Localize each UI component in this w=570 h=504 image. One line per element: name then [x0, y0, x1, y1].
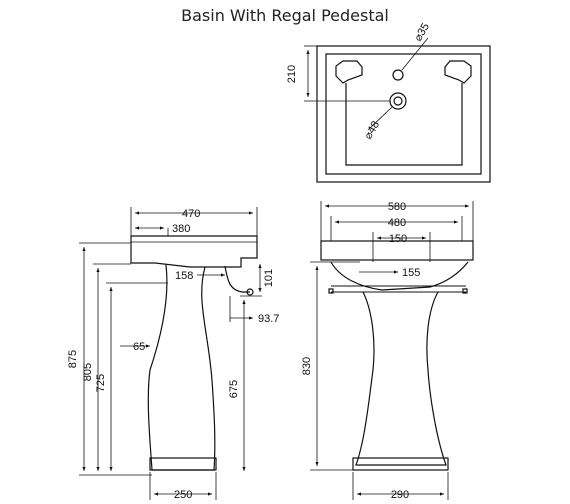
plan-left-corner — [335, 60, 363, 84]
dim-150-label: 150 — [389, 233, 407, 245]
diagram-title: Basin With Regal Pedestal — [181, 6, 389, 25]
side-pedestal — [147, 264, 216, 471]
dim-101-label: 101 — [263, 269, 275, 287]
dim-250-label: 250 — [174, 489, 192, 501]
dim-480-label: 480 — [388, 217, 406, 229]
front-pedestal — [355, 291, 447, 466]
dim-158-label: 158 — [175, 270, 193, 282]
dim-725-label: 725 — [95, 374, 107, 392]
plan-depth-label: 210 — [286, 65, 298, 83]
plan-outer-outline — [316, 45, 491, 183]
dim-580-label: 580 — [388, 201, 406, 213]
waste-label: ⌀48 — [362, 119, 382, 141]
waste-circle-inner — [393, 96, 403, 106]
tap-hole-circle — [392, 69, 404, 81]
front-basin-bowl — [330, 261, 469, 291]
towel-rail-right — [462, 288, 468, 294]
side-trap-end — [246, 288, 254, 296]
plan-bowl-outline — [345, 83, 463, 166]
dim-937-label: 93.7 — [258, 313, 279, 325]
side-basin — [130, 235, 258, 268]
towel-rail-left — [328, 288, 334, 294]
tap-hole-leader — [401, 37, 429, 71]
dim-380-label: 380 — [172, 223, 190, 235]
front-view — [310, 201, 474, 500]
waste-leader — [367, 106, 393, 131]
side-view — [79, 207, 262, 500]
tap-hole-label: ⌀35 — [412, 21, 432, 43]
dim-830-label: 830 — [301, 357, 313, 375]
plan-right-corner — [444, 60, 472, 84]
dim-875-label: 875 — [67, 350, 79, 368]
dim-155-label: 155 — [402, 267, 420, 279]
dim-675-label: 675 — [228, 380, 240, 398]
dim-805-label: 805 — [82, 363, 94, 381]
plan-view — [304, 37, 491, 183]
plan-inner-outline — [325, 53, 482, 175]
waste-circle-outer — [389, 92, 407, 110]
dim-290-label: 290 — [391, 489, 409, 501]
front-basin-rim — [320, 240, 474, 261]
front-pedestal-foot — [352, 457, 449, 471]
dim-65-label: 65 — [133, 341, 145, 353]
side-trap-pipe — [224, 265, 250, 293]
side-pedestal-foot — [149, 457, 217, 471]
dim-470-label: 470 — [182, 208, 200, 220]
